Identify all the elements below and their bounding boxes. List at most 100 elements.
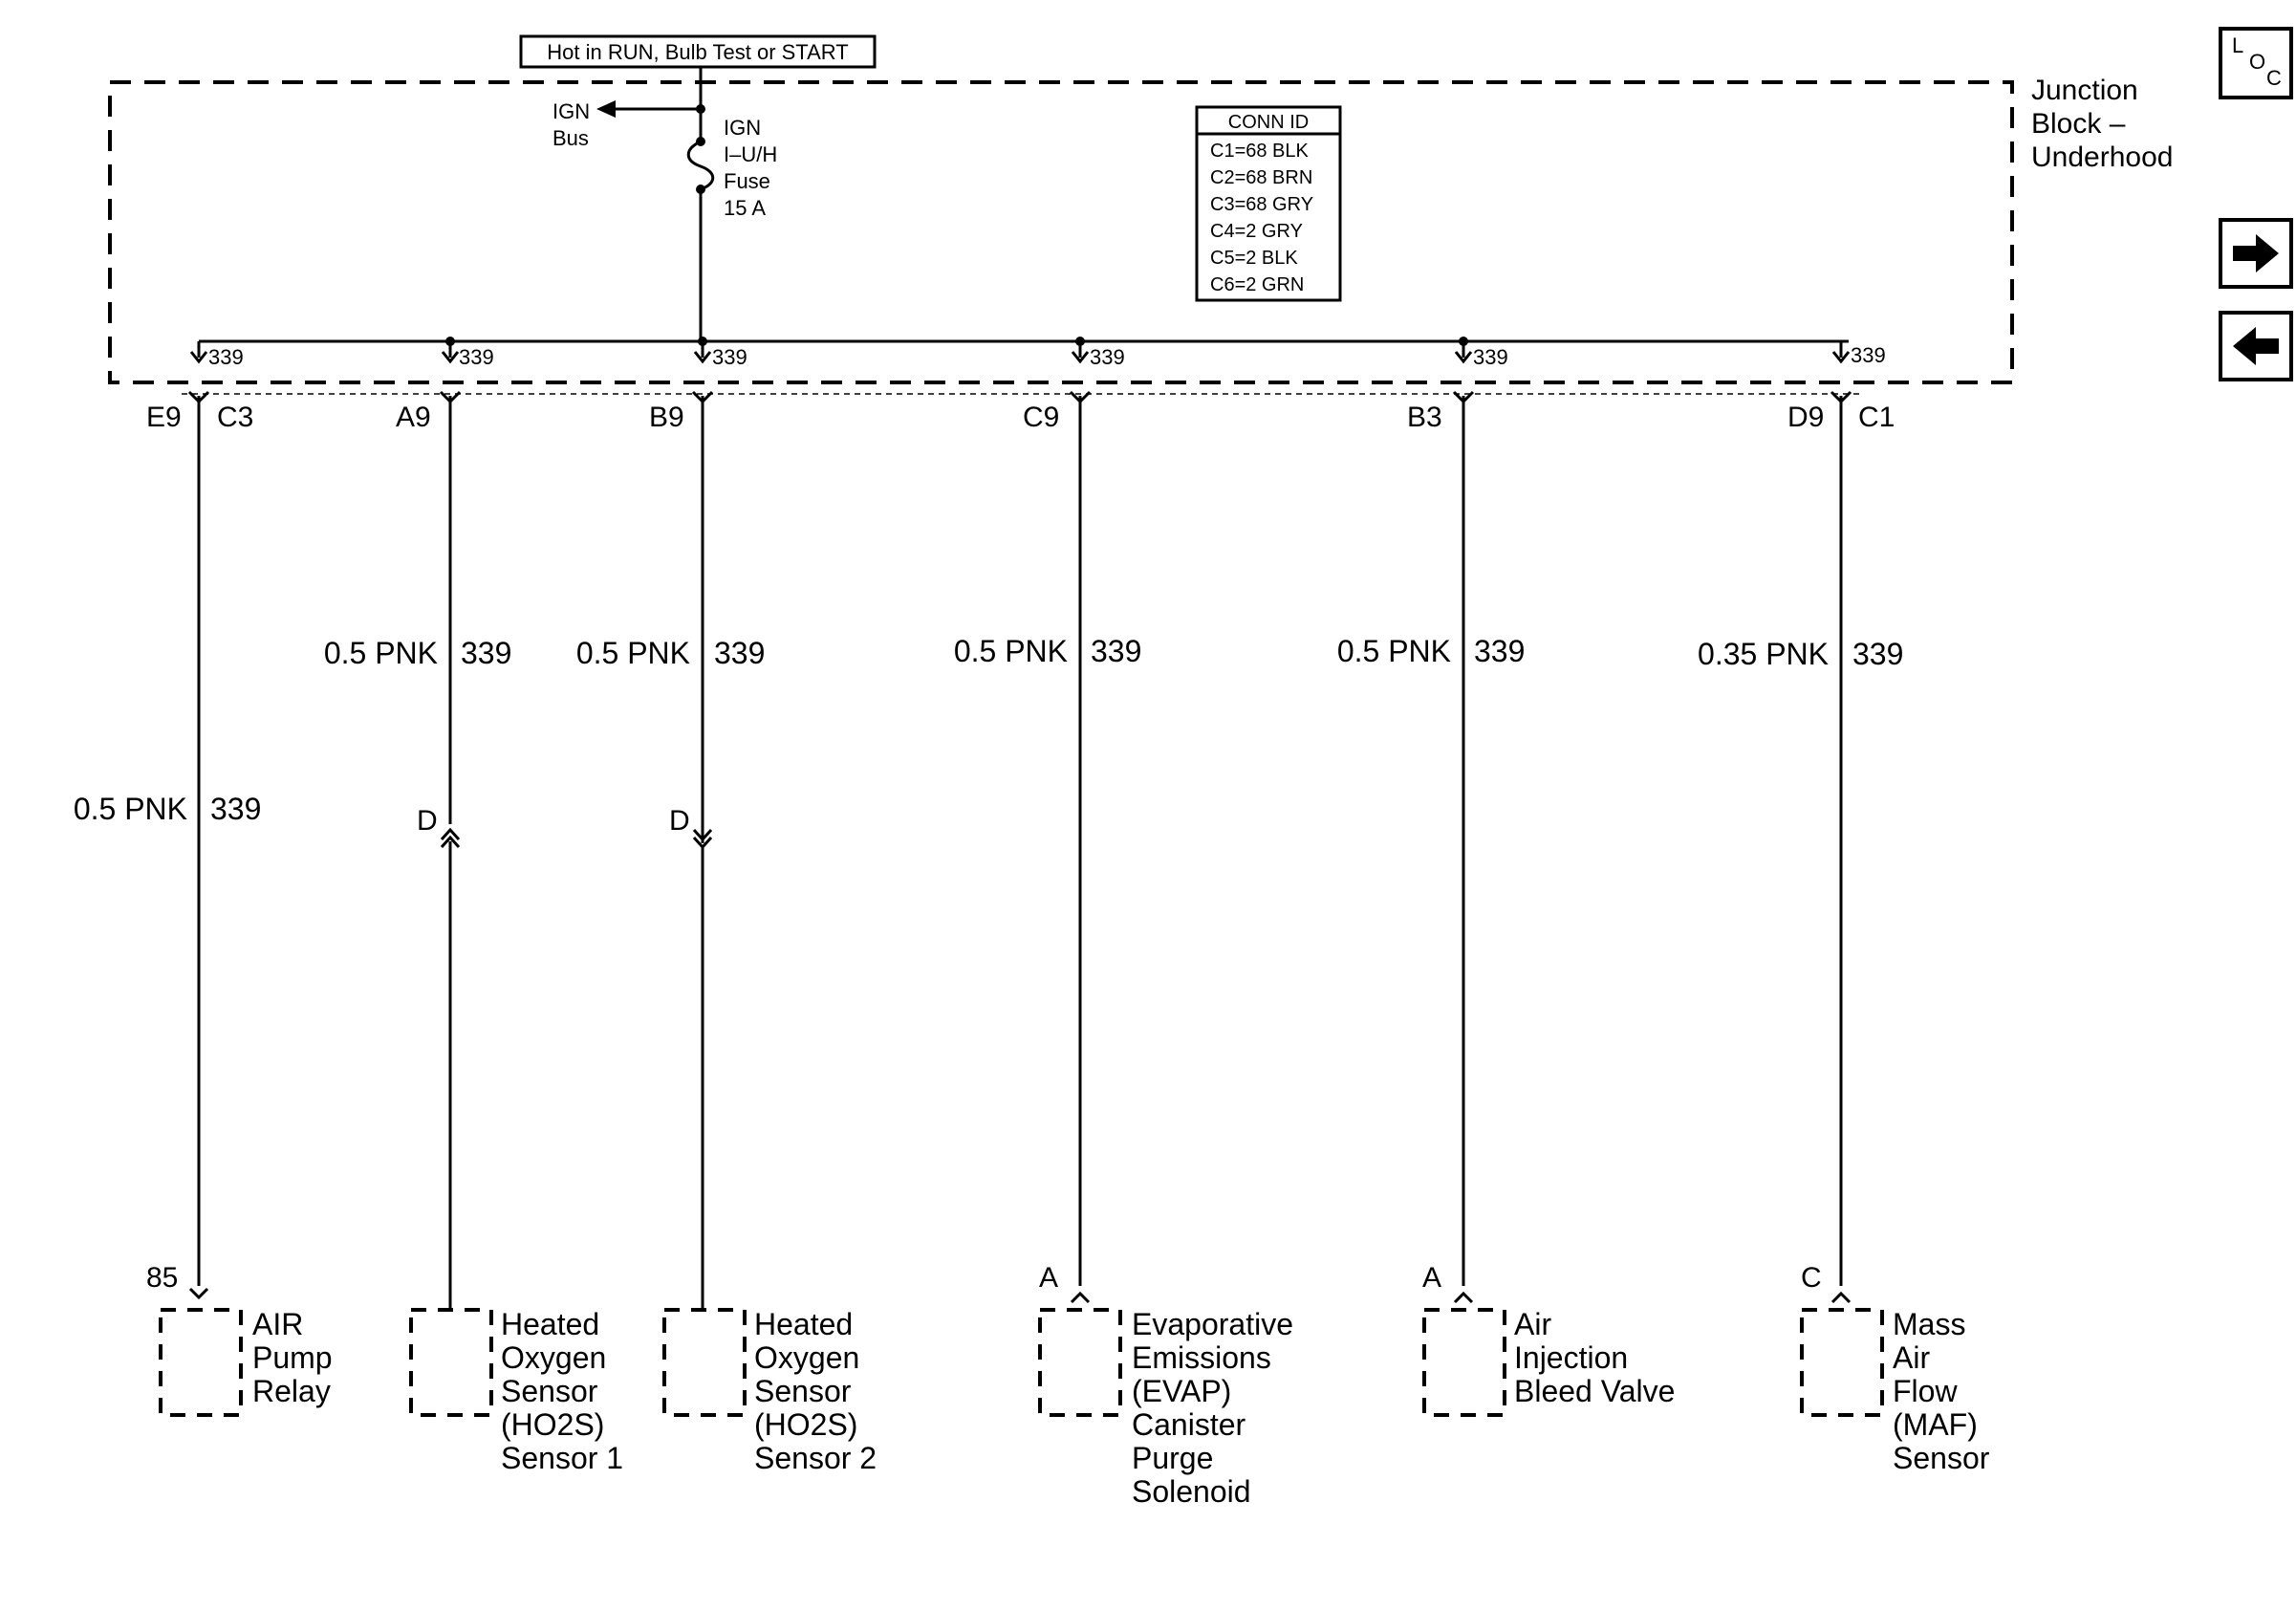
junction-name-line2: Block – (2031, 108, 2126, 140)
component-name: Air (1893, 1340, 1930, 1375)
component-name: Oxygen (501, 1340, 606, 1375)
wire-color-label: 0.5 PNK (954, 634, 1068, 668)
fuse-label-ign: IGN (724, 116, 761, 140)
component-name: Oxygen (754, 1340, 859, 1375)
next-page-button[interactable] (2219, 218, 2293, 289)
pin-label: B3 (1407, 402, 1442, 433)
ign-bus-line2: Bus (552, 126, 589, 150)
loc-icon: L O C (2232, 33, 2282, 90)
component-box (1800, 1308, 1884, 1417)
ign-bus-line1: IGN (552, 99, 590, 123)
conn-id-row: C3=68 GRY (1210, 194, 1313, 215)
component-name: Heated (501, 1307, 599, 1341)
circuit-maf-sensor: 339 D9 C1 0.35 PNK 339 C Mass Air Flow (… (1698, 341, 1990, 1475)
connector-label: C1 (1858, 402, 1895, 433)
component-name: Bleed Valve (1514, 1374, 1675, 1408)
internal-circuit-label: 339 (1473, 345, 1508, 369)
circuit-air-injection-bleed-valve: 339 B3 0.5 PNK 339 A Air Injection Bleed… (1337, 337, 1675, 1417)
loc-letter-c: C (2266, 66, 2282, 90)
conn-id-row: C2=68 BRN (1210, 167, 1312, 188)
circuit-ho2s-sensor-1: 339 A9 0.5 PNK 339 D Heated Oxygen Senso… (324, 337, 623, 1475)
terminal-label: A (1422, 1262, 1441, 1294)
component-name: Relay (252, 1374, 331, 1408)
component-name: Sensor 2 (754, 1441, 877, 1475)
component-box (1038, 1308, 1122, 1417)
inline-connector-label: D (669, 805, 690, 837)
component-name: Sensor (1893, 1441, 1990, 1475)
component-name: (HO2S) (501, 1407, 604, 1442)
junction-block-name: Junction Block – Underhood (2031, 75, 2173, 173)
conn-id-row: C1=68 BLK (1210, 141, 1310, 162)
junction-name-line1: Junction (2031, 75, 2138, 106)
conn-id-row: C4=2 GRY (1210, 221, 1303, 242)
loc-letter-o: O (2249, 50, 2265, 74)
circuit-ho2s-sensor-2: 339 B9 0.5 PNK 339 D Heated Oxygen Senso… (576, 337, 877, 1475)
fuse-label-fuse: Fuse (724, 169, 770, 193)
component-name: Pump (252, 1340, 333, 1375)
arrow-right-icon (2233, 234, 2279, 272)
internal-circuit-label: 339 (712, 345, 747, 369)
internal-circuit-label: 339 (459, 345, 494, 369)
component-box (1422, 1308, 1506, 1417)
pin-label: B9 (649, 402, 684, 433)
component-box (159, 1308, 243, 1417)
wire-circuit-label: 339 (210, 792, 261, 826)
arrow-left-icon (2233, 327, 2279, 365)
wire-circuit-label: 339 (1091, 634, 1141, 668)
junction-name-line3: Underhood (2031, 142, 2173, 173)
wire-color-label: 0.5 PNK (576, 636, 690, 670)
wire-circuit-label: 339 (461, 636, 511, 670)
component-box (662, 1308, 747, 1417)
conn-id-table: CONN ID C1=68 BLK C2=68 BRN C3=68 GRY C4… (1195, 105, 1342, 302)
bus-arrow-icon (596, 100, 616, 118)
wire-color-label: 0.35 PNK (1698, 637, 1829, 671)
component-name: Canister (1132, 1407, 1246, 1442)
ign-bus: IGN Bus (552, 99, 701, 150)
component-name: Sensor (754, 1374, 852, 1408)
component-name: Heated (754, 1307, 853, 1341)
conn-id-row: C5=2 BLK (1210, 248, 1298, 269)
component-name: Sensor 1 (501, 1441, 623, 1475)
wire-color-label: 0.5 PNK (324, 636, 438, 670)
circuit-evap-solenoid: 339 C9 0.5 PNK 339 A Evaporative Emissio… (954, 337, 1293, 1509)
pin-label: E9 (146, 402, 182, 433)
component-name: (HO2S) (754, 1407, 857, 1442)
connector-label: C3 (217, 402, 253, 433)
component-name: Sensor (501, 1374, 598, 1408)
conn-id-row: C6=2 GRN (1210, 274, 1304, 295)
component-name: (MAF) (1893, 1407, 1978, 1442)
power-source-label: Hot in RUN, Bulb Test or START (519, 34, 877, 69)
wire-color-label: 0.5 PNK (74, 792, 187, 826)
hot-label-text: Hot in RUN, Bulb Test or START (547, 40, 848, 64)
component-name: Solenoid (1132, 1474, 1251, 1509)
pin-label: C9 (1023, 402, 1059, 433)
component-name: (EVAP) (1132, 1374, 1231, 1408)
wire-color-label: 0.5 PNK (1337, 634, 1451, 668)
ign-fuse: IGN I–U/H Fuse 15 A (686, 67, 777, 341)
component-name: Evaporative (1132, 1307, 1293, 1341)
terminal-label: 85 (146, 1262, 178, 1294)
fuse-label-amps: 15 A (724, 196, 766, 220)
loc-button[interactable]: L O C (2219, 27, 2293, 99)
pin-label: D9 (1787, 402, 1824, 433)
loc-letter-l: L (2232, 33, 2243, 57)
wire-circuit-label: 339 (1852, 637, 1903, 671)
fuse-label-iuh: I–U/H (724, 142, 777, 166)
component-name: Emissions (1132, 1340, 1271, 1375)
junction-block-outline (108, 80, 2014, 384)
conn-id-title: CONN ID (1228, 112, 1309, 133)
component-name: Air (1514, 1307, 1551, 1341)
terminal-label: C (1801, 1262, 1822, 1294)
internal-circuit-label: 339 (1090, 345, 1125, 369)
previous-page-button[interactable] (2219, 311, 2293, 381)
component-name: Injection (1514, 1340, 1628, 1375)
component-name: AIR (252, 1307, 303, 1341)
inline-connector-label: D (417, 805, 438, 837)
terminal-label: A (1039, 1262, 1058, 1294)
component-name: Mass (1893, 1307, 1965, 1341)
internal-circuit-label: 339 (1851, 343, 1886, 367)
wire-circuit-label: 339 (714, 636, 765, 670)
component-name: Purge (1132, 1441, 1213, 1475)
wire-circuit-label: 339 (1474, 634, 1525, 668)
